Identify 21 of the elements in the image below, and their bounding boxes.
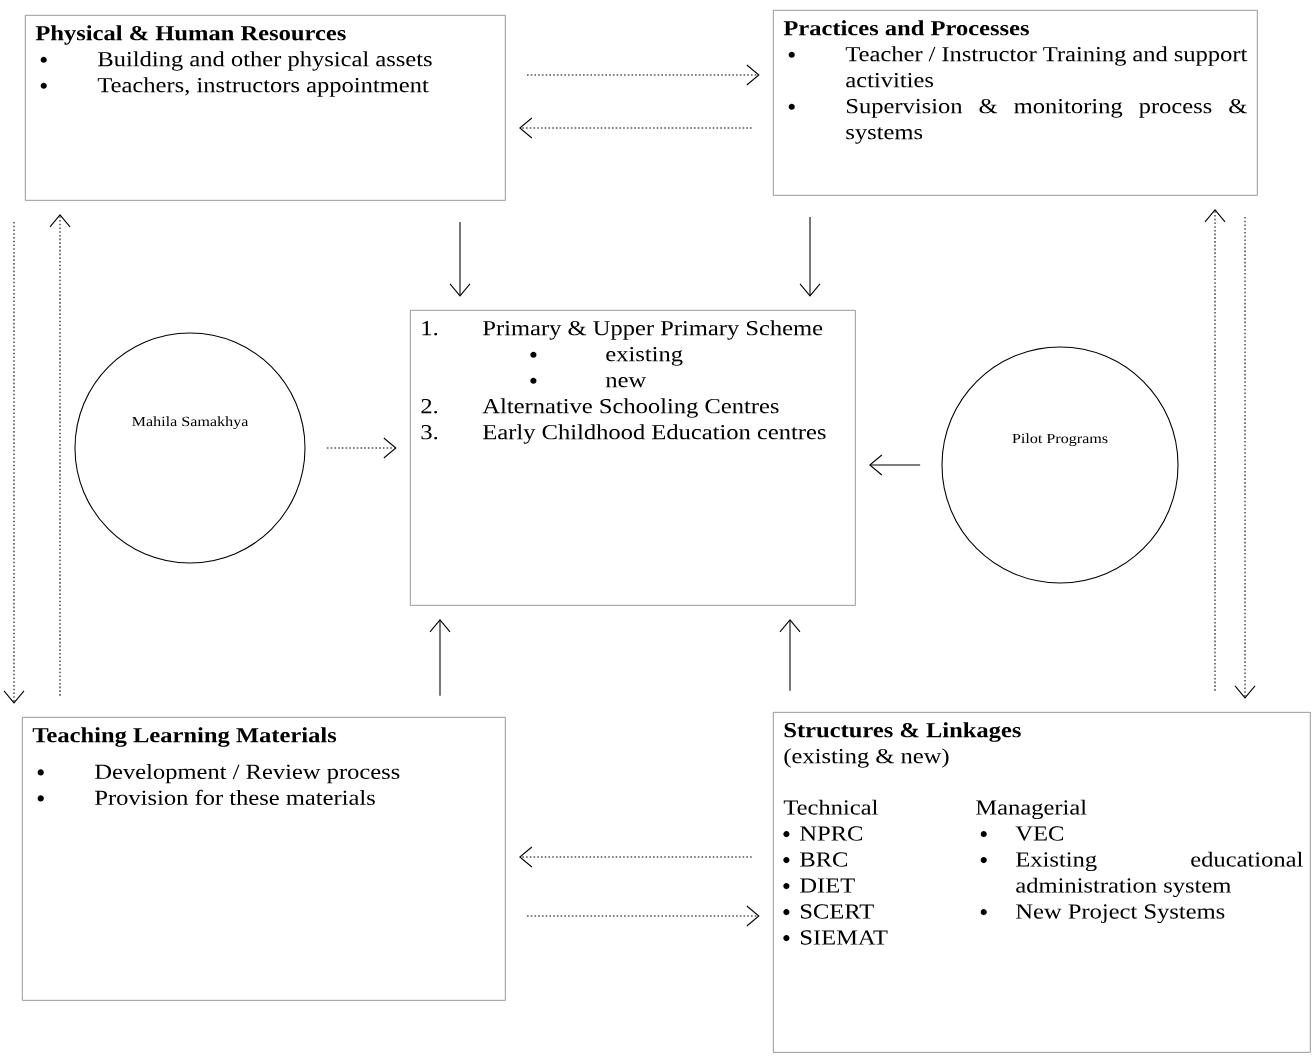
- text-box: Teaching Learning Materials Development / Review process Provision for these materials: [22, 717, 506, 1001]
- arrow: [799, 216, 821, 297]
- arrow: [1204, 209, 1226, 692]
- arrow: [1234, 216, 1256, 699]
- arrow: [519, 846, 753, 868]
- circle-node: Pilot Programs: [941, 346, 1179, 584]
- arrow: [526, 905, 760, 927]
- arrow: [779, 619, 801, 692]
- arrow: [3, 221, 25, 704]
- arrow: [526, 64, 760, 86]
- arrow: [519, 117, 753, 139]
- text-box: Structures & Linkages (existing & new) Technical NPRC BRC DIET SCERT SIEMAT Managerial VEC Existing educational administration system New Project Systems: [773, 712, 1311, 1053]
- arrow: [869, 454, 921, 476]
- arrow: [449, 221, 471, 297]
- arrow: [49, 214, 71, 697]
- text-box: Physical & Human Resources Building and other physical assets Teachers, instructors appointment: [25, 15, 506, 201]
- arrow: [429, 619, 451, 697]
- text-box: Practices and Processes Teacher / Instructor Training and support activities Supervision & monitoring process & systems: [773, 10, 1258, 196]
- circle-node: Mahila Samakhya: [74, 332, 306, 564]
- text-box: 1. Primary & Upper Primary Scheme existing new 2. Alternative Schooling Centres 3. Early Childhood Education centres: [410, 310, 856, 606]
- arrow: [326, 437, 397, 459]
